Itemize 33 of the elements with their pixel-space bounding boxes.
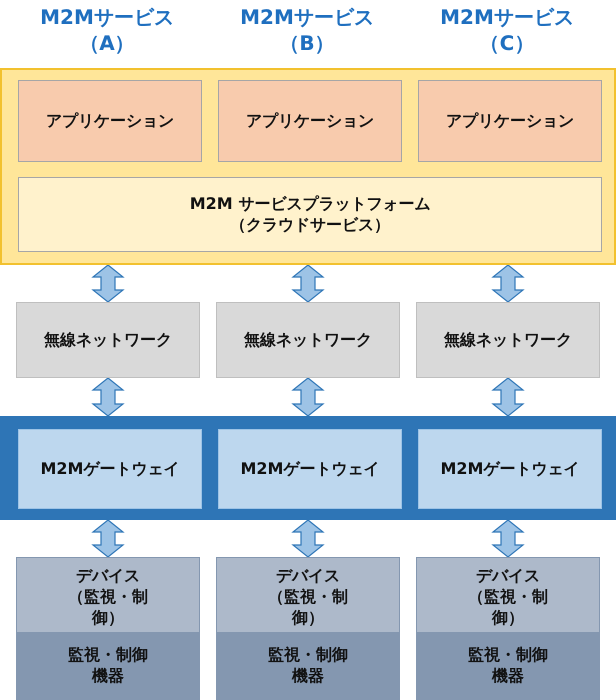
gateway-box: M2Mゲートウェイ [18, 429, 202, 509]
double-arrow [491, 519, 525, 558]
device-label: デバイス（監視・制御） [267, 566, 349, 628]
application-box: アプリケーション [418, 80, 602, 162]
network-box: 無線ネットワーク [416, 302, 600, 378]
application-box: アプリケーション [218, 80, 402, 162]
gateway-band [0, 416, 616, 520]
device-label: デバイス（監視・制御） [67, 566, 149, 628]
device-box [416, 557, 600, 700]
device-label: デバイス（監視・制御） [467, 566, 549, 628]
column-heading: M2Mサービス（B） [239, 4, 375, 56]
network-box: 無線ネットワーク [216, 302, 400, 378]
gateway-box: M2Mゲートウェイ [418, 429, 602, 509]
double-arrow [91, 519, 125, 558]
gateway-box: M2Mゲートウェイ [218, 429, 402, 509]
network-box: 無線ネットワーク [16, 302, 200, 378]
equipment-box: 監視・制御機器 [417, 632, 599, 699]
double-arrow [491, 264, 525, 303]
column-heading: M2Mサービス（C） [439, 4, 575, 56]
double-arrow [491, 377, 525, 417]
double-arrow [291, 377, 325, 417]
column-heading: M2Mサービス（A） [39, 4, 175, 56]
equipment-box: 監視・制御機器 [217, 632, 399, 699]
device-box [16, 557, 200, 700]
platform-band [0, 68, 616, 265]
double-arrow [291, 519, 325, 558]
double-arrow [291, 264, 325, 303]
device-box [216, 557, 400, 700]
double-arrow [91, 377, 125, 417]
equipment-box: 監視・制御機器 [17, 632, 199, 699]
application-box: アプリケーション [18, 80, 202, 162]
double-arrow [91, 264, 125, 303]
platform-box: M2M サービスプラットフォーム（クラウドサービス） [18, 177, 602, 252]
